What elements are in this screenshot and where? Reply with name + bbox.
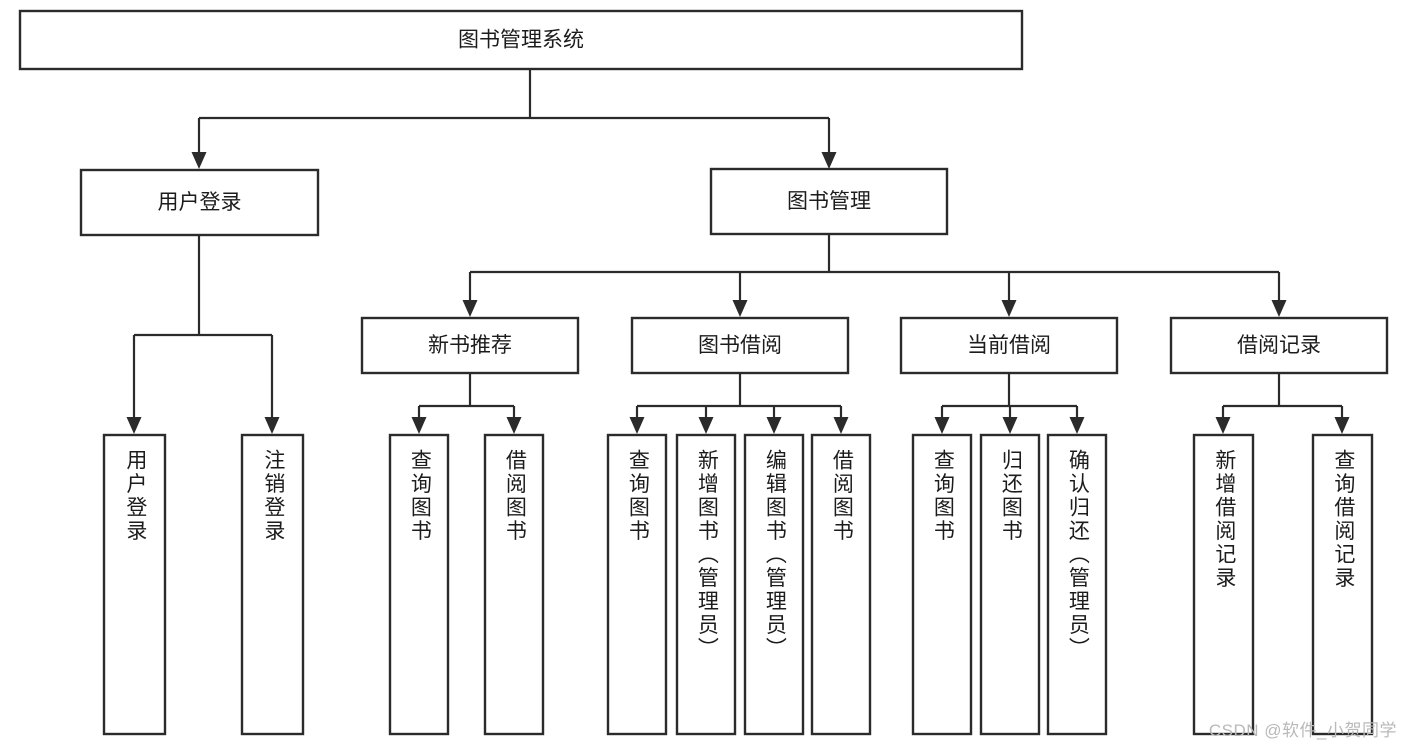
node-label: 借阅记录 bbox=[1237, 334, 1321, 357]
arrow-head-icon bbox=[264, 417, 280, 434]
node-leaf-借阅图书[interactable] bbox=[483, 433, 545, 736]
node-l2-图书借阅[interactable]: 图书借阅 bbox=[630, 316, 850, 375]
node-leaf-用户登录[interactable] bbox=[102, 433, 167, 736]
connector-root-to-level1 bbox=[191, 69, 837, 169]
arrow-head-icon bbox=[191, 152, 207, 169]
watermark: CSDN @软件_小贺同学 bbox=[1208, 721, 1397, 740]
connector-new-book-to-leaves bbox=[411, 373, 522, 434]
arrow-head-icon bbox=[934, 417, 950, 434]
connectors-layer bbox=[126, 69, 1350, 434]
connector-borrow-to-leaves bbox=[629, 373, 849, 434]
node-root-图书管理系统[interactable]: 图书管理系统 bbox=[18, 9, 1024, 71]
node-leaf-查询图书[interactable] bbox=[606, 433, 668, 736]
arrow-head-icon bbox=[833, 417, 849, 434]
arrow-head-icon bbox=[1334, 417, 1350, 434]
arrow-head-icon bbox=[1271, 300, 1287, 317]
arrow-head-icon bbox=[766, 417, 782, 434]
arrow-head-icon bbox=[462, 300, 478, 317]
node-label: 用户登录 bbox=[158, 191, 242, 214]
node-l2-借阅记录[interactable]: 借阅记录 bbox=[1169, 316, 1389, 375]
connector-user-login-to-leaves bbox=[126, 235, 280, 434]
arrow-head-icon bbox=[1001, 300, 1017, 317]
node-label: 图书管理 bbox=[787, 190, 871, 213]
arrow-head-icon bbox=[1002, 417, 1018, 434]
connector-record-to-leaves bbox=[1215, 373, 1350, 434]
node-l1-图书管理[interactable]: 图书管理 bbox=[709, 167, 949, 236]
node-leaf-借阅图书[interactable] bbox=[810, 433, 872, 736]
node-l2-当前借阅[interactable]: 当前借阅 bbox=[899, 316, 1119, 375]
arrow-head-icon bbox=[821, 152, 837, 169]
node-leaf-编辑图书管理员[interactable] bbox=[743, 433, 805, 736]
node-label: 图书借阅 bbox=[698, 334, 782, 357]
arrow-head-icon bbox=[732, 300, 748, 317]
arrow-head-icon bbox=[126, 417, 142, 434]
node-l1-用户登录[interactable]: 用户登录 bbox=[79, 168, 320, 237]
node-l2-新书推荐[interactable]: 新书推荐 bbox=[360, 316, 580, 375]
node-leaf-查询图书[interactable] bbox=[911, 433, 973, 736]
node-leaf-查询借阅记录[interactable] bbox=[1311, 433, 1374, 736]
connector-book-mgmt-to-modules bbox=[462, 234, 1287, 317]
node-label: 新书推荐 bbox=[428, 334, 512, 357]
arrow-head-icon bbox=[629, 417, 645, 434]
connector-current-to-leaves bbox=[934, 373, 1085, 434]
node-leaf-查询图书[interactable] bbox=[388, 433, 450, 736]
node-leaf-注销登录[interactable] bbox=[240, 433, 305, 736]
arrow-head-icon bbox=[411, 417, 427, 434]
arrow-head-icon bbox=[1069, 417, 1085, 434]
node-label: 图书管理系统 bbox=[458, 29, 584, 52]
node-leaf-新增图书管理员[interactable] bbox=[675, 433, 737, 736]
node-leaf-归还图书[interactable] bbox=[979, 433, 1041, 736]
arrow-head-icon bbox=[698, 417, 714, 434]
arrow-head-icon bbox=[1215, 417, 1231, 434]
node-label: 当前借阅 bbox=[967, 334, 1051, 357]
node-leaf-新增借阅记录[interactable] bbox=[1192, 433, 1255, 736]
arrow-head-icon bbox=[506, 417, 522, 434]
node-leaf-确认归还管理员[interactable] bbox=[1046, 433, 1108, 736]
